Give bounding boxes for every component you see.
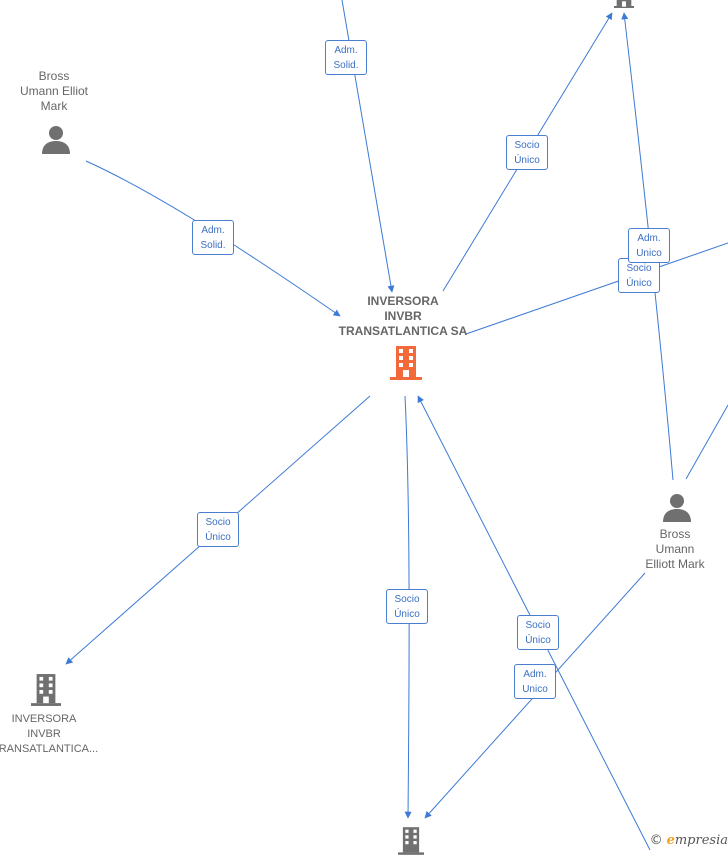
main-company-label[interactable]: INVERSORA INVBR TRANSATLANTICA SA — [328, 294, 478, 339]
edge-label-bottom-adm-line-2: Unico — [522, 684, 548, 695]
person-left-label[interactable]: Bross Umann Elliot Mark — [4, 69, 104, 114]
copyright-symbol: © — [649, 833, 663, 848]
edge-label-left-adm-line-1: Adm. — [201, 225, 225, 236]
company-left-label[interactable]: INVERSORA INVBR TRANSATLANTICA... — [0, 712, 99, 757]
edge-label-top-socio[interactable]: Socio Único — [506, 135, 548, 170]
brand-initial: e — [666, 833, 675, 848]
main-company-line-1: INVERSORA — [367, 294, 439, 308]
building-icon-left[interactable] — [31, 673, 61, 707]
person-left-line-3: Mark — [40, 99, 68, 113]
person-icon-right[interactable] — [662, 492, 692, 522]
edge-label-left-adm[interactable]: Adm. Solid. — [192, 220, 234, 255]
edge-label-right-socio-line-2: Único — [626, 278, 652, 289]
edge-label-left-socio[interactable]: Socio Único — [197, 512, 239, 547]
edge-label-top-adm[interactable]: Adm. Solid. — [325, 40, 367, 75]
person-icon-left[interactable] — [41, 124, 71, 154]
building-icon-bottom[interactable] — [398, 826, 424, 856]
edge-right-socio — [465, 242, 728, 335]
edge-label-top-adm-line-1: Adm. — [334, 45, 358, 56]
person-left-line-1: Bross — [38, 69, 70, 83]
edge-label-bottom-adm-line-1: Adm. — [523, 669, 547, 680]
edge-label-bottom-socio-line-2: Único — [525, 635, 551, 646]
company-left-line-1: INVERSORA — [11, 713, 77, 725]
edge-label-left-socio-line-2: Único — [205, 532, 231, 543]
edge-label-bottom-socio[interactable]: Socio Único — [517, 615, 559, 650]
edge-label-right-socio-line-1: Socio — [626, 263, 652, 274]
edge-label-top-adm-line-2: Solid. — [333, 60, 359, 71]
main-company-line-3: TRANSATLANTICA SA — [338, 324, 468, 338]
edge-label-right-socio[interactable]: Socio Único — [618, 258, 660, 293]
building-icon-top[interactable] — [609, 0, 639, 8]
edge-label-right-adm-line-2: Unico — [636, 248, 662, 259]
edge-label-center-socio-line-1: Socio — [394, 594, 420, 605]
edge-right-diag — [685, 404, 728, 480]
person-right-line-2: Umann — [655, 542, 695, 556]
edge-label-top-socio-line-2: Único — [514, 155, 540, 166]
edge-label-right-adm-line-1: Adm. — [637, 233, 661, 244]
person-left-line-2: Umann Elliot — [19, 84, 89, 98]
edge-label-right-adm[interactable]: Adm. Unico — [628, 228, 670, 263]
person-right-line-3: Elliott Mark — [645, 557, 705, 571]
company-left-line-2: INVBR — [27, 728, 61, 740]
edge-label-left-socio-line-1: Socio — [205, 517, 231, 528]
company-left-line-3: TRANSATLANTICA... — [0, 743, 99, 755]
brand-rest: mpresia — [674, 833, 728, 848]
empresia-watermark: ©empresia — [650, 833, 728, 848]
building-icon-main[interactable] — [390, 346, 422, 380]
edge-label-center-socio[interactable]: Socio Único — [386, 589, 428, 624]
person-right-label[interactable]: Bross Umann Elliott Mark — [630, 527, 720, 572]
edge-label-bottom-socio-line-1: Socio — [525, 620, 551, 631]
person-right-line-1: Bross — [659, 527, 691, 541]
main-company-line-2: INVBR — [384, 309, 422, 323]
edge-label-top-socio-line-1: Socio — [514, 140, 540, 151]
edge-label-left-adm-line-2: Solid. — [200, 240, 226, 251]
edge-label-center-socio-line-2: Único — [394, 609, 420, 620]
edge-label-bottom-adm[interactable]: Adm. Unico — [514, 664, 556, 699]
